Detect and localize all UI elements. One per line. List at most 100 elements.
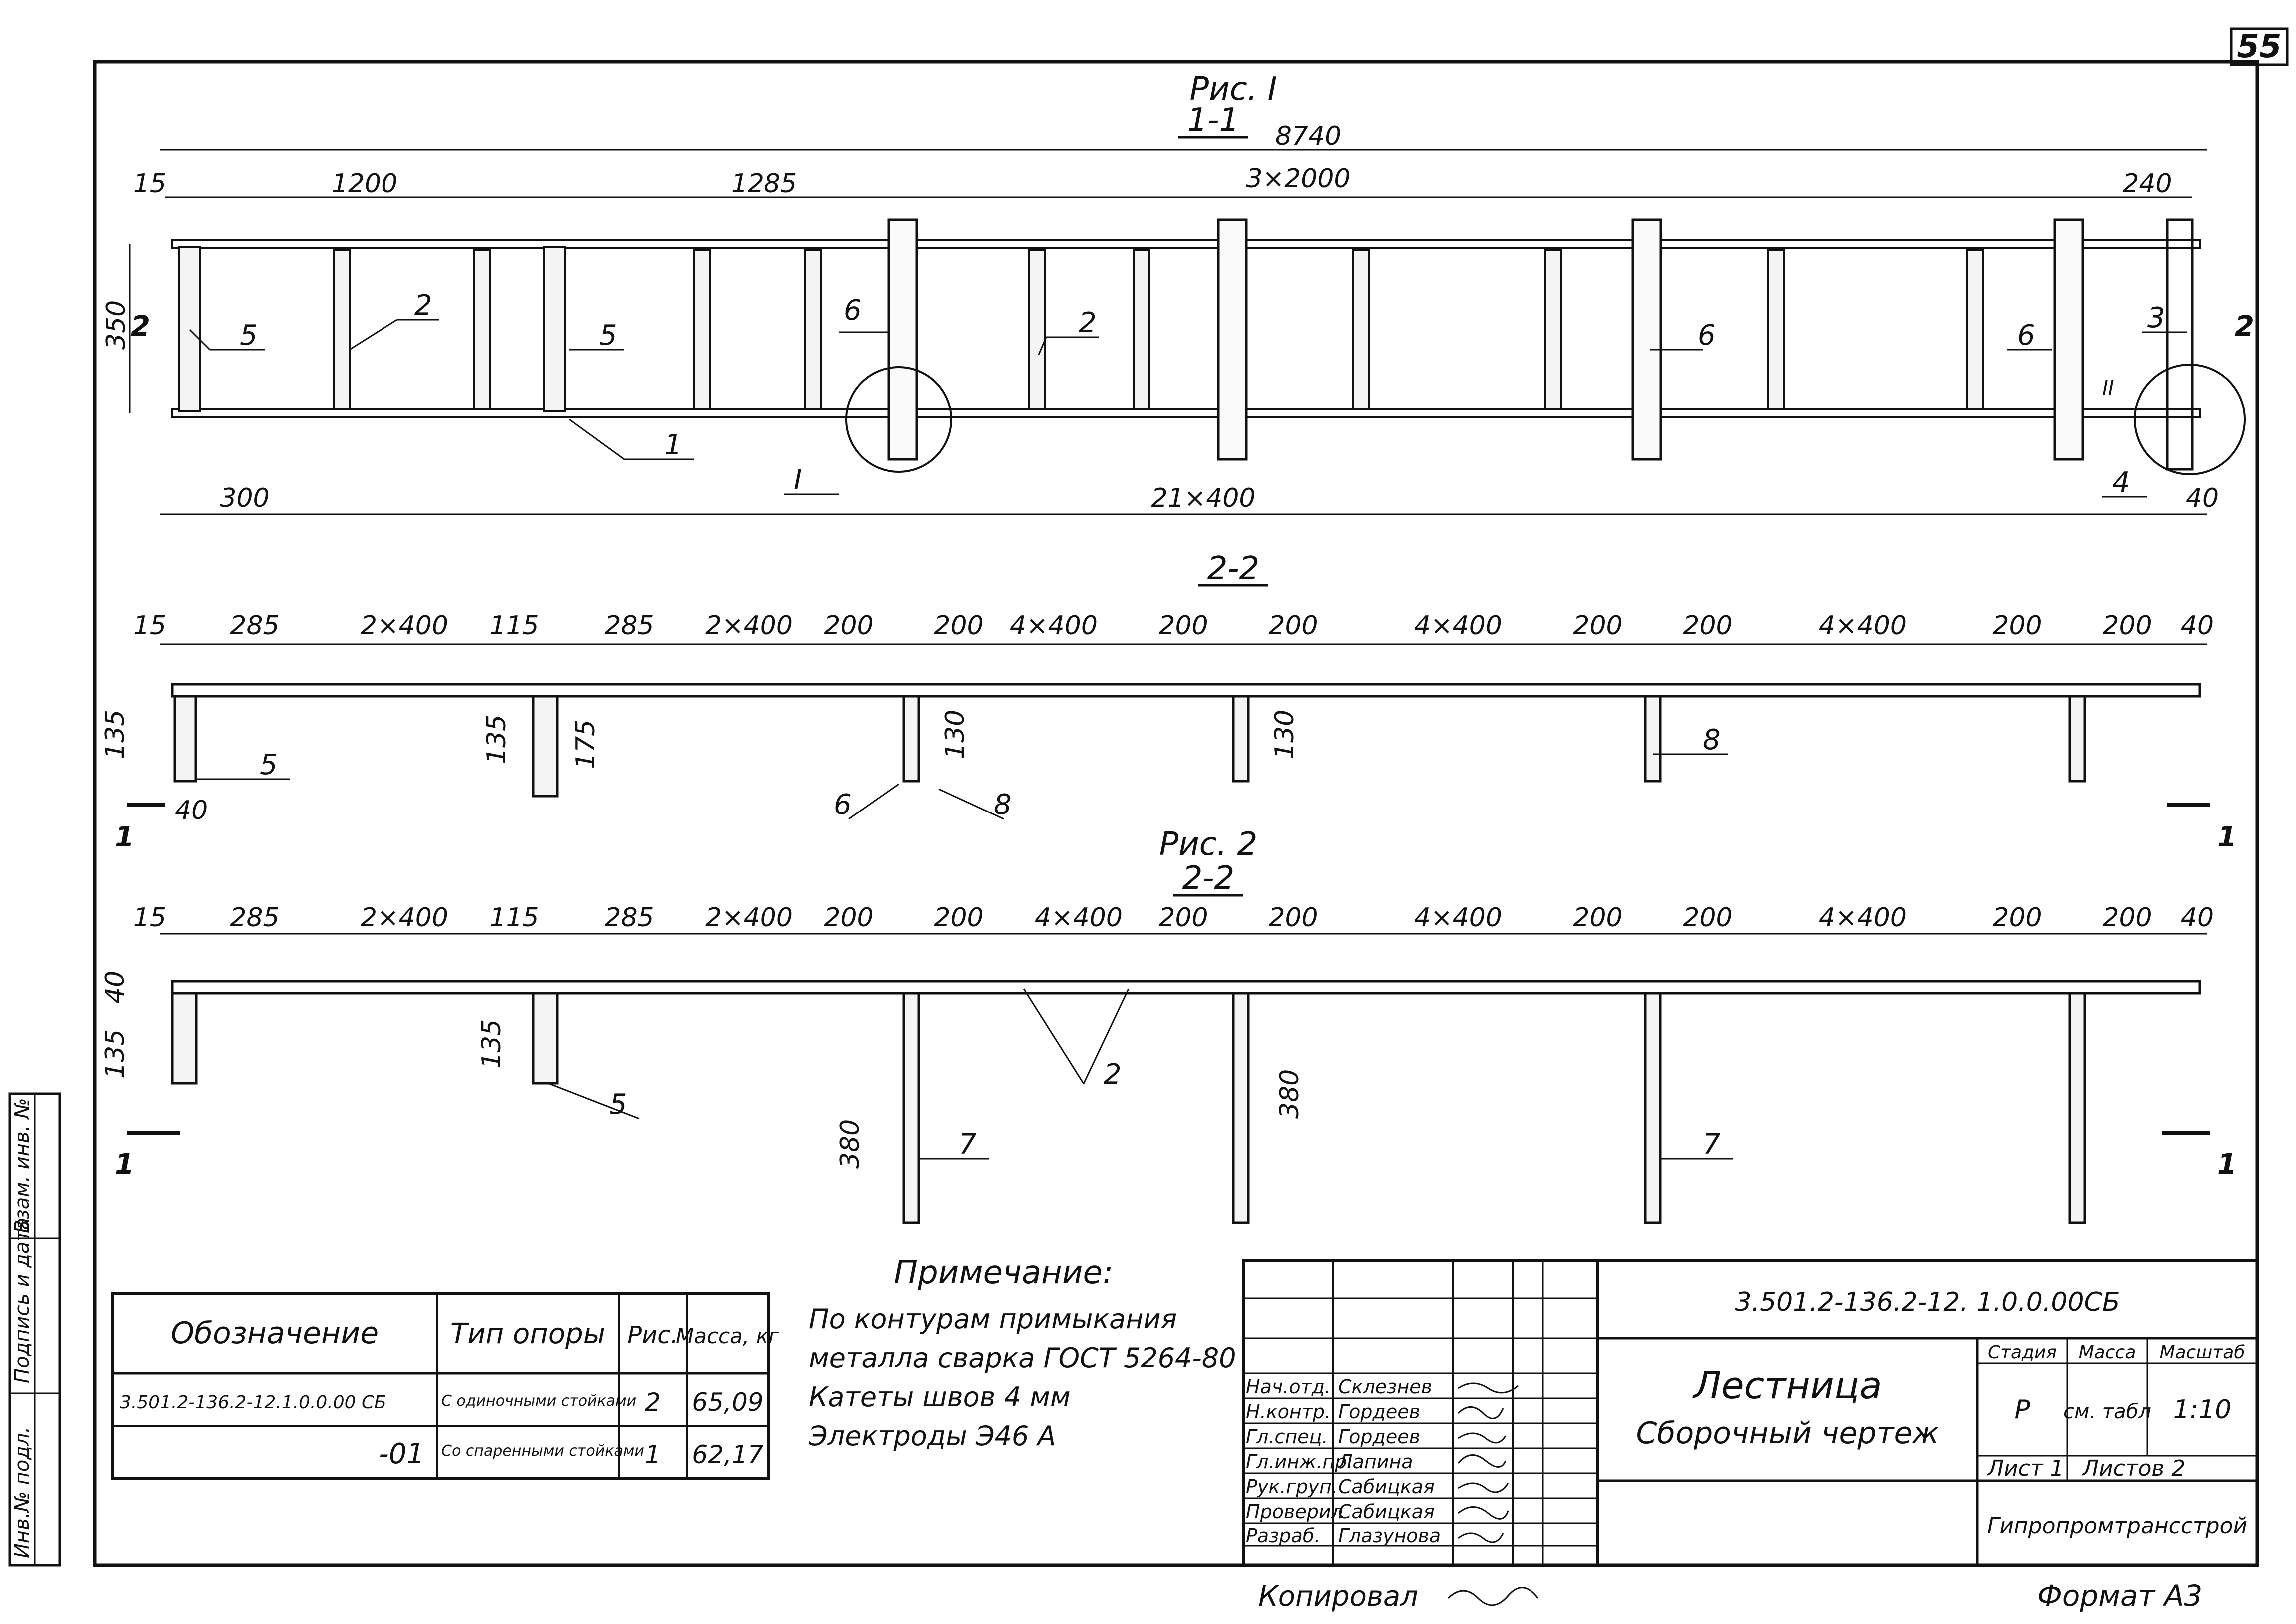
v2-callout-5: 5 <box>260 749 278 781</box>
footer-format: Формат А3 <box>2037 1579 2202 1613</box>
stringer-bottom <box>171 408 2201 418</box>
notes-line-4: Электроды Э46 А <box>808 1420 1056 1452</box>
v3-dim-14: 4×400 <box>1819 903 1907 933</box>
callout-5a: 5 <box>240 319 258 352</box>
spec-row2-mass: 62,17 <box>692 1440 763 1469</box>
scale-header: Масштаб <box>2159 1342 2245 1363</box>
dim-350: 350 <box>101 300 131 350</box>
doc-title: Лестница <box>1692 1364 1882 1407</box>
view-2-2-a: 15 285 2×400 115 285 2×400 200 200 4×400… <box>100 611 2237 853</box>
stamp-vzam-inv: Взам. инв. № <box>11 1098 34 1233</box>
dim-15: 15 <box>133 169 166 199</box>
v3-dim-9: 200 <box>1158 903 1208 933</box>
v2-dim-6: 200 <box>824 611 873 641</box>
v3-dim-3: 115 <box>489 903 539 933</box>
section-2-2-title-a: 2-2 <box>1207 550 1260 587</box>
v2-section-mark-right: 1 <box>2217 821 2237 853</box>
v2-dim-13: 200 <box>1683 611 1732 641</box>
v3-dim-11: 4×400 <box>1414 903 1502 933</box>
spec-header-fig: Рис. <box>627 1321 678 1349</box>
spec-row2-fig: 1 <box>645 1440 661 1469</box>
dim-300: 300 <box>220 483 269 513</box>
spec-table: Обозначение Тип опоры Рис. Масса, кг 3.5… <box>111 1292 780 1480</box>
stringer-top <box>171 239 2201 249</box>
v3-dim-10: 200 <box>1268 903 1318 933</box>
v2-section-mark-left: 1 <box>115 821 134 853</box>
title-block: Нач.отд. Н.контр. Гл.спец. Гл.инж.пр. Ру… <box>1242 1259 2259 1567</box>
role-6: Разраб. <box>1246 1525 1320 1547</box>
sheet-number-box <box>2230 27 2289 66</box>
v2-dim-0: 15 <box>133 611 166 641</box>
v2-side-2: 135 <box>482 715 512 764</box>
footer-copied: Копировал <box>1258 1580 1418 1613</box>
v3-side-1: 135 <box>100 1029 130 1079</box>
callout-1: 1 <box>664 429 682 461</box>
dim-1200: 1200 <box>332 169 397 199</box>
role-4: Рук.груп. <box>1246 1476 1338 1498</box>
callout-5b: 5 <box>599 319 617 352</box>
v2-callout-8a: 8 <box>994 789 1012 821</box>
name-5: Сабицкая <box>1338 1501 1435 1523</box>
name-2: Гордеев <box>1338 1426 1420 1448</box>
v2-dim-16: 200 <box>2102 611 2152 641</box>
dim-1285: 1285 <box>731 169 797 199</box>
notes: Примечание: По контурам примыкания метал… <box>808 1254 1236 1452</box>
mass-value: см. табл <box>2063 1400 2151 1423</box>
section-mark-2-left: 2 <box>131 310 150 343</box>
v3-section-mark-left: 1 <box>115 1148 134 1181</box>
section-1-1-title: 1-1 <box>1187 102 1240 139</box>
v3-dim-4: 285 <box>604 903 654 933</box>
v3-dim-6: 200 <box>824 903 873 933</box>
spec-header-type: Тип опоры <box>450 1318 605 1350</box>
v3-callout-2: 2 <box>1104 1058 1122 1091</box>
dim-240: 240 <box>2122 169 2172 199</box>
v3-side-2: 135 <box>477 1019 507 1069</box>
v3-callout-5: 5 <box>609 1088 627 1121</box>
v2-callout-8b: 8 <box>1703 724 1721 756</box>
spec-row1-code: 3.501.2-136.2-12.1.0.0.00 СБ <box>120 1392 386 1413</box>
v2-dim-14: 4×400 <box>1819 611 1907 641</box>
spec-header-designation: Обозначение <box>171 1316 379 1351</box>
mass-header: Масса <box>2079 1342 2136 1363</box>
spec-row1-type: С одиночными стойками <box>441 1392 636 1410</box>
v3-dim-7: 200 <box>934 903 983 933</box>
sheet-label: Лист 1 <box>1986 1456 2064 1481</box>
section-mark-2-right: 2 <box>2235 310 2254 343</box>
v2-dim-7: 200 <box>934 611 983 641</box>
detail-circle-II <box>2134 364 2246 475</box>
v3-dim-12: 200 <box>1573 903 1622 933</box>
name-6: Глазунова <box>1338 1525 1441 1547</box>
v3-dim-1: 285 <box>230 903 279 933</box>
side-stamp: Инв.№ подл. Подпись и дата Взам. инв. № <box>8 1092 61 1567</box>
section-2-2-title-b: 2-2 <box>1182 860 1235 897</box>
v2-dim-4: 285 <box>604 611 654 641</box>
copier-signature <box>1447 1587 1539 1606</box>
v2-dim-2: 2×400 <box>361 611 448 641</box>
v3-dim-5: 2×400 <box>705 903 793 933</box>
view-1-1: 8740 15 1200 1285 3×2000 240 <box>101 121 2254 515</box>
v2-side-1: 40 <box>175 796 208 825</box>
spec-row1-fig: 2 <box>645 1388 661 1417</box>
signatures <box>1457 1382 1519 1543</box>
v2-side-3: 175 <box>571 720 601 769</box>
organization: Гипропромтрансстрой <box>1987 1513 2247 1539</box>
v3-dim-2: 2×400 <box>361 903 448 933</box>
role-3: Гл.инж.пр. <box>1246 1451 1353 1473</box>
callout-6b: 6 <box>1698 319 1716 352</box>
v2-side-5: 130 <box>1270 710 1300 759</box>
v3-dim-8: 4×400 <box>1035 903 1123 933</box>
sheets-label: Листов 2 <box>2081 1456 2185 1481</box>
v3-side-0: 40 <box>100 971 130 1004</box>
v2-dim-15: 200 <box>1992 611 2042 641</box>
callout-6c: 6 <box>2017 319 2035 352</box>
v3-dim-0: 15 <box>133 903 166 933</box>
callout-6a: 6 <box>844 294 862 327</box>
callout-4: 4 <box>2112 466 2130 499</box>
notes-line-3: Катеты швов 4 мм <box>809 1381 1071 1413</box>
callout-II: II <box>2102 377 2114 400</box>
role-5: Проверил <box>1246 1501 1343 1523</box>
callout-2a: 2 <box>414 289 432 322</box>
v2-side-4: 130 <box>940 710 970 759</box>
doc-code: 3.501.2-136.2-12. 1.0.0.00СБ <box>1735 1287 2120 1317</box>
